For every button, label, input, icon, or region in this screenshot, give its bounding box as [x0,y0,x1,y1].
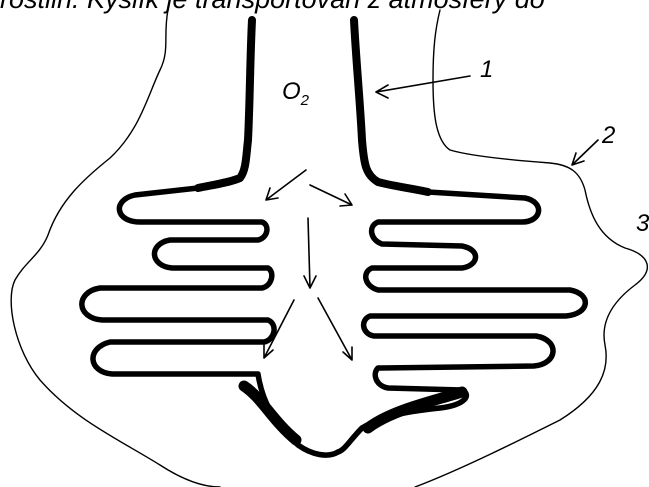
bottom-shade [244,386,296,440]
leader-1 [376,76,470,98]
label-2: 2 [602,124,615,148]
oxygen-main: O [282,78,301,105]
label-1: 1 [480,58,493,82]
right-wall [354,20,428,192]
oxygen-label: O2 [282,80,309,108]
left-channel [82,188,338,455]
left-wall [198,20,252,188]
label-3: 3 [636,212,649,236]
right-channel [338,192,585,452]
leader-2 [572,140,598,165]
diffusion-arrows [264,170,352,360]
bottom-shade-right [368,392,462,428]
tissue-outline [11,10,647,487]
oxygen-subscript: 2 [301,92,309,109]
